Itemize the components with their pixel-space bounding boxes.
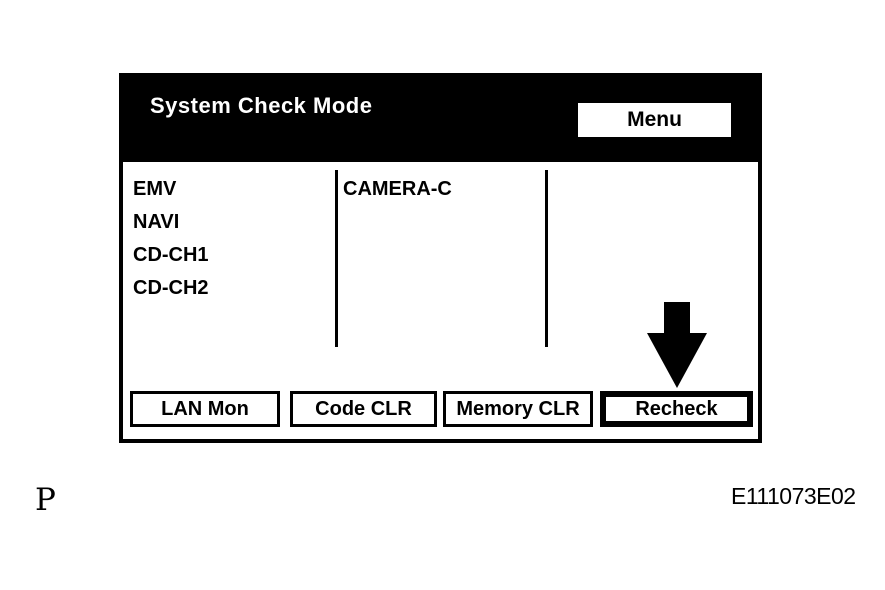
screen-header: System Check Mode Menu xyxy=(123,77,758,162)
column-divider-left xyxy=(335,170,338,347)
arrow-down-icon xyxy=(647,302,707,388)
memory-clr-button[interactable]: Memory CLR xyxy=(443,391,593,427)
arrow-head xyxy=(647,333,707,388)
figure-code: E111073E02 xyxy=(731,483,856,509)
device-list-item-navi: NAVI xyxy=(133,211,180,233)
device-list-item-emv: EMV xyxy=(133,178,177,200)
device-list: EMV NAVI CD-CH1 CD-CH2 xyxy=(133,173,209,305)
device-list-item-cd-ch2: CD-CH2 xyxy=(133,277,209,299)
camera-status-label: CAMERA-C xyxy=(343,178,452,200)
device-list-item-cd-ch1: CD-CH1 xyxy=(133,244,209,266)
system-check-screen: System Check Mode Menu EMV NAVI CD-CH1 C… xyxy=(119,73,762,443)
lan-mon-button[interactable]: LAN Mon xyxy=(130,391,280,427)
page-label: P xyxy=(35,482,56,518)
code-clr-button[interactable]: Code CLR xyxy=(290,391,437,427)
column-divider-right xyxy=(545,170,548,347)
arrow-stem xyxy=(664,302,690,335)
screen-body: EMV NAVI CD-CH1 CD-CH2 CAMERA-C LAN Mon … xyxy=(123,162,758,439)
menu-button[interactable]: Menu xyxy=(578,103,731,137)
recheck-button[interactable]: Recheck xyxy=(600,391,753,427)
screen-title: System Check Mode xyxy=(150,93,373,118)
